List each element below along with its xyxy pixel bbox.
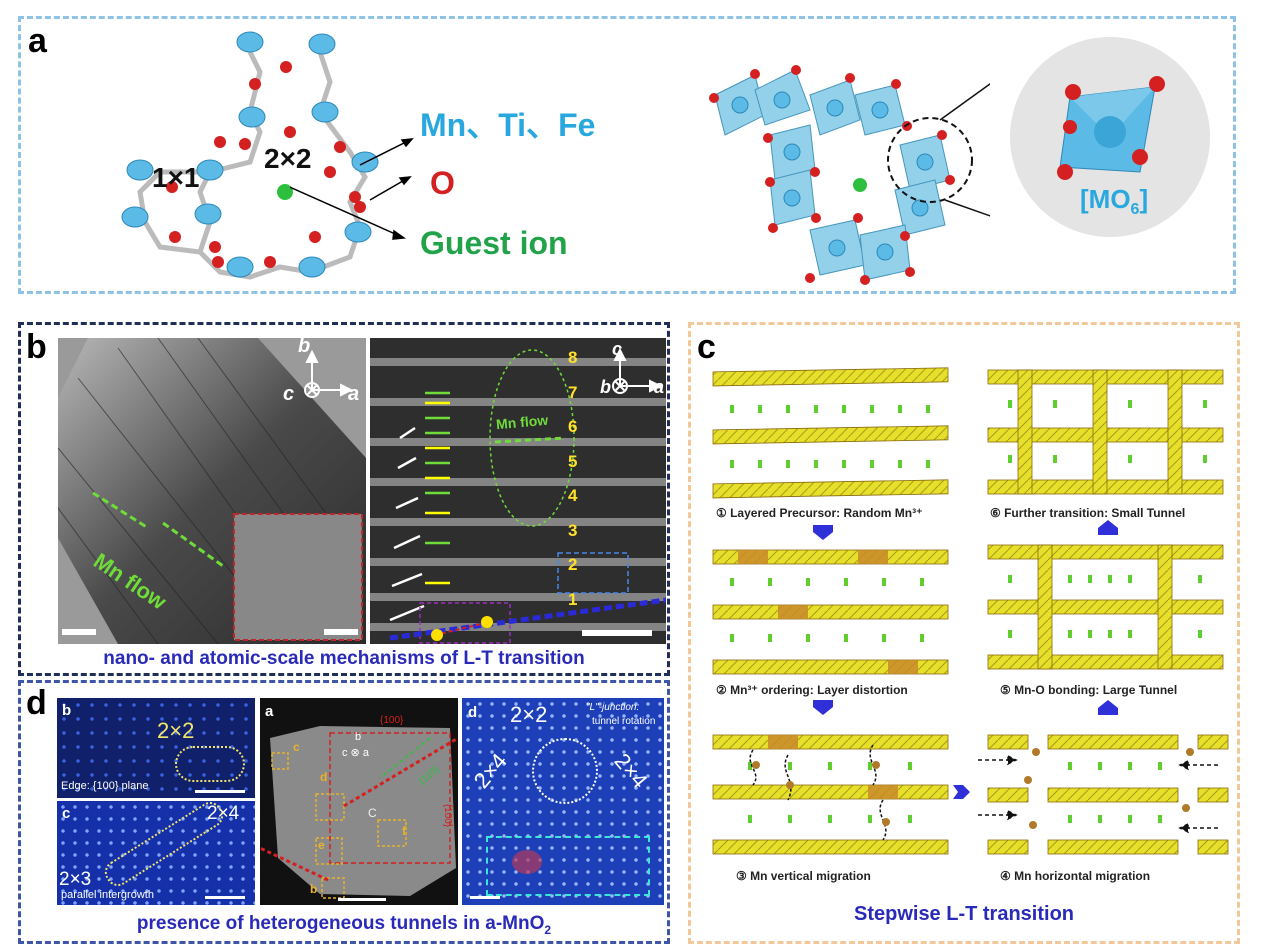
legend-guest-ion: Guest ion	[420, 225, 568, 261]
panel-b-frame	[18, 322, 670, 676]
left-axis-b: b	[298, 335, 311, 357]
sub-a-box-e: e	[318, 838, 325, 852]
layer-number: 6	[568, 417, 578, 436]
left-axis-a: a	[348, 383, 360, 405]
sub-d-scale-bar	[470, 896, 500, 899]
haadf-image-right	[370, 338, 666, 644]
sub-b-note: Edge: {100} plane	[61, 780, 149, 792]
sub-c-letter: c	[62, 805, 71, 822]
panel-c-caption: Stepwise L-T transition	[853, 903, 1075, 925]
tunnel-image-d: d 2×2 "L"-junction: tunnel rotation 2×4 …	[462, 698, 664, 905]
sub-d-tunnel-box	[486, 836, 650, 896]
sub-d-tunnel-1: 2×2	[510, 702, 548, 727]
sub-b-letter: b	[62, 702, 72, 719]
sub-d-note-2: tunnel rotation	[592, 716, 656, 727]
sub-a-side-facet: {100}	[442, 803, 454, 828]
layer-number: 3	[568, 520, 578, 540]
layer-number: 7	[568, 382, 578, 402]
sub-a-axes: c ⊗ a	[342, 747, 369, 759]
step-6-label: ⑥ Further transition: Small Tunnel	[990, 506, 1186, 520]
sub-a-letter: a	[265, 703, 274, 720]
step-4-label: ④ Mn horizontal migration	[1000, 869, 1151, 883]
sub-d-note-1: "L"-junction:	[586, 702, 640, 713]
layer-number: 8	[568, 348, 578, 367]
layer-number: 5	[568, 451, 578, 471]
step-1-label: ① Layered Precursor: Random Mn³⁺	[716, 506, 923, 520]
sub-a-box-b: b	[310, 882, 318, 896]
legend-metal: Mn、Ti、Fe	[420, 107, 596, 143]
tunnel-image-c: c 2×4 2×3 parallel intergrowth	[57, 797, 255, 905]
panel-a-letter: a	[28, 22, 47, 60]
sub-a-box-f: f	[402, 824, 406, 838]
sub-a-axis-b: b	[355, 731, 362, 743]
tunnel-1x1-label: 1×1	[152, 162, 200, 193]
panel-d-caption: presence of heterogeneous tunnels in a-M…	[136, 913, 552, 937]
right-axis-b: b	[600, 377, 611, 397]
layer-number: 1	[568, 589, 578, 609]
panel-b-letter: b	[26, 328, 47, 366]
sub-c-tunnel-1: 2×4	[207, 803, 240, 824]
tem-image-left	[58, 338, 366, 644]
panel-c-letter: c	[697, 328, 716, 366]
step-2-label: ② Mn³⁺ ordering: Layer distortion	[716, 683, 908, 697]
layer-number: 4	[568, 486, 578, 505]
sub-a-top-facet: {100}	[380, 715, 404, 726]
sub-d-highlight	[512, 850, 542, 874]
layer-number: 2	[568, 555, 578, 574]
sub-d-letter: d	[468, 704, 478, 721]
panel-d-frame	[18, 680, 670, 944]
legend-oxygen: O	[430, 165, 455, 201]
legend-pointer-lines	[290, 138, 414, 240]
sub-a-box-c: c	[293, 740, 300, 754]
sub-a-box-d: d	[320, 770, 328, 784]
layer-number-column: 8 7 6 5 4 3 2 1	[568, 348, 588, 624]
right-axis-a: a	[654, 377, 665, 397]
panel-b-caption: nano- and atomic-scale mechanisms of L-T…	[103, 648, 585, 669]
sub-a-center-label: C	[368, 806, 377, 820]
panel-a-frame	[18, 16, 1236, 294]
left-axis-c: c	[283, 383, 295, 405]
tunnel-image-b: b 2×2 Edge: {100} plane	[57, 698, 255, 798]
mo6-octahedron-zoom	[1010, 37, 1210, 237]
tunnel-2x2-label: 2×2	[264, 143, 312, 174]
right-axis-c: c	[612, 339, 623, 359]
transition-schematic	[712, 367, 1229, 855]
sub-b-scale-bar	[195, 790, 245, 793]
sub-c-note: parallel intergrowth	[61, 889, 154, 901]
step-3-label: ③ Mn vertical migration	[736, 869, 871, 883]
panel-d-letter: d	[26, 684, 47, 722]
sub-d-junction-circle	[532, 738, 598, 804]
tunnel-image-a-overview	[260, 698, 458, 905]
step-5-label: ⑤ Mn-O bonding: Large Tunnel	[1000, 683, 1178, 697]
polyhedral-structure	[709, 65, 990, 285]
sub-b-tunnel-outline	[175, 746, 245, 782]
sub-c-scale-bar	[205, 896, 245, 899]
sub-b-tunnel-label: 2×2	[157, 718, 195, 743]
panel-c-frame	[688, 322, 1240, 944]
ball-and-stick-structure	[121, 31, 379, 280]
sub-c-tunnel-2: 2×3	[59, 869, 92, 890]
mo6-label: [MO6]	[1080, 184, 1149, 219]
